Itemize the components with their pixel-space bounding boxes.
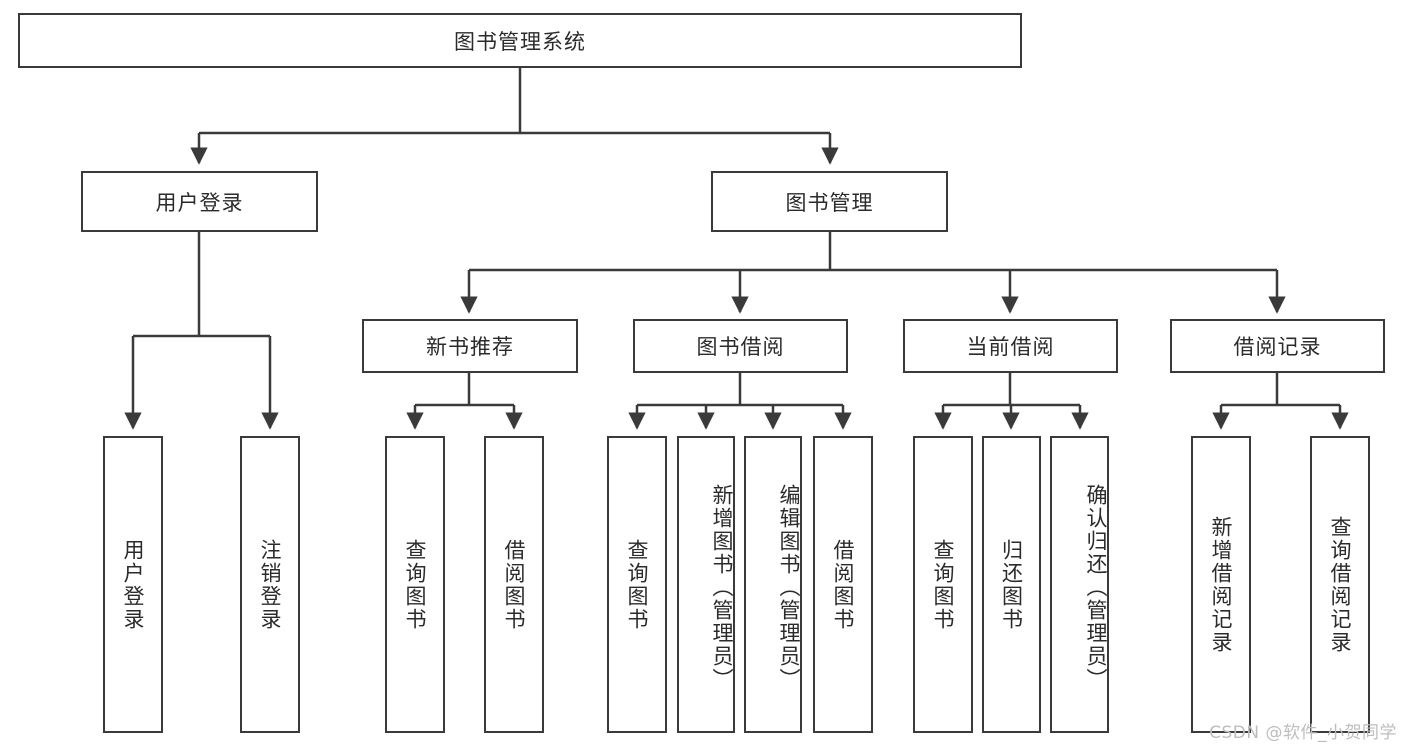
leaf-add-record[interactable]: 新增借阅记录: [1191, 436, 1251, 733]
node-user-login[interactable]: 用户登录: [81, 171, 318, 232]
leaf-return-book-label: 归还图书: [999, 538, 1024, 631]
leaf-query-book-2-label: 查询图书: [625, 538, 650, 631]
node-current-borrow-label: 当前借阅: [966, 335, 1055, 359]
leaf-user-login[interactable]: 用户登录: [103, 436, 163, 733]
leaf-logout-login-label: 注销登录: [258, 538, 283, 631]
node-root-label: 图书管理系统: [454, 29, 586, 54]
leaf-add-book-label: 新增图书（管理员）: [710, 484, 734, 691]
node-book-manage-label: 图书管理: [785, 190, 874, 215]
leaf-borrow-book-1-label: 借阅图书: [502, 538, 527, 631]
leaf-edit-book[interactable]: 编辑图书（管理员）: [744, 436, 802, 733]
leaf-borrow-book-1[interactable]: 借阅图书: [484, 436, 544, 733]
node-current-borrow[interactable]: 当前借阅: [903, 319, 1118, 373]
node-book-borrow[interactable]: 图书借阅: [633, 319, 848, 373]
leaf-query-book-3-label: 查询图书: [931, 538, 956, 631]
node-user-login-label: 用户登录: [155, 190, 244, 215]
leaf-query-book-1[interactable]: 查询图书: [385, 436, 445, 733]
leaf-query-book-2[interactable]: 查询图书: [607, 436, 667, 733]
leaf-logout-login[interactable]: 注销登录: [240, 436, 300, 733]
node-book-borrow-label: 图书借阅: [696, 335, 785, 359]
leaf-query-record[interactable]: 查询借阅记录: [1310, 436, 1370, 733]
leaf-borrow-book-2[interactable]: 借阅图书: [813, 436, 873, 733]
node-root[interactable]: 图书管理系统: [18, 13, 1022, 68]
leaf-add-record-label: 新增借阅记录: [1209, 515, 1234, 654]
leaf-user-login-label: 用户登录: [121, 538, 146, 631]
leaf-query-record-label: 查询借阅记录: [1328, 515, 1353, 654]
leaf-confirm-return[interactable]: 确认归还（管理员）: [1050, 436, 1109, 733]
leaf-add-book[interactable]: 新增图书（管理员）: [677, 436, 735, 733]
node-new-book-recommend-label: 新书推荐: [426, 335, 514, 359]
leaf-confirm-return-label: 确认归还（管理员）: [1084, 484, 1108, 691]
node-borrow-record-label: 借阅记录: [1233, 335, 1322, 359]
leaf-borrow-book-2-label: 借阅图书: [831, 538, 856, 631]
node-book-manage[interactable]: 图书管理: [711, 171, 948, 232]
leaf-query-book-1-label: 查询图书: [403, 538, 428, 631]
leaf-query-book-3[interactable]: 查询图书: [913, 436, 973, 733]
node-new-book-recommend[interactable]: 新书推荐: [362, 319, 578, 373]
leaf-edit-book-label: 编辑图书（管理员）: [777, 484, 801, 691]
node-borrow-record[interactable]: 借阅记录: [1170, 319, 1385, 373]
leaf-return-book[interactable]: 归还图书: [982, 436, 1041, 733]
